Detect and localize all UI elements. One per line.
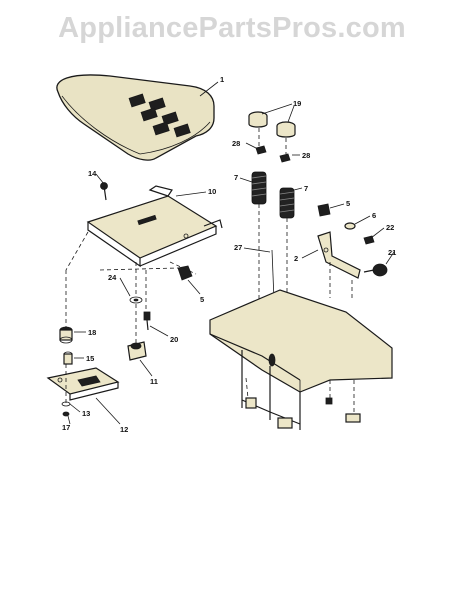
callout-14: 14 xyxy=(88,169,97,178)
hinge-bracket-part xyxy=(46,367,120,401)
callout-18: 18 xyxy=(88,328,96,337)
callout-22: 22 xyxy=(386,223,394,232)
leader-lines xyxy=(67,81,395,425)
seat-plate-part xyxy=(86,185,223,268)
flange-nut-part xyxy=(344,222,356,230)
carriage-bolt-part xyxy=(317,203,331,217)
callout-15: 15 xyxy=(86,354,94,363)
callout-19: 19 xyxy=(293,99,301,108)
shoulder-bolt-part xyxy=(143,311,151,331)
pivot-bracket-part xyxy=(127,341,147,361)
fender-frame xyxy=(209,289,393,430)
lock-washer-part xyxy=(62,411,70,417)
callout-28-left: 28 xyxy=(232,139,240,148)
callout-11: 11 xyxy=(150,377,158,386)
callout-6: 6 xyxy=(372,211,376,220)
callout-27: 27 xyxy=(234,243,242,252)
washer-part xyxy=(129,296,143,304)
callout-28-right: 28 xyxy=(302,151,310,160)
knob-part xyxy=(169,261,197,281)
callout-24: 24 xyxy=(108,273,117,282)
callout-1: 1 xyxy=(220,75,224,84)
callout-13: 13 xyxy=(82,409,90,418)
callout-21: 21 xyxy=(388,248,396,257)
callout-10: 10 xyxy=(208,187,216,196)
callout-5-top: 5 xyxy=(346,199,350,208)
callout-7-left: 7 xyxy=(234,173,238,182)
spring-cap-part xyxy=(248,111,296,138)
seat-spring-part xyxy=(251,171,295,219)
bolt-part xyxy=(100,182,108,201)
callout-17: 17 xyxy=(62,423,70,432)
callout-2: 2 xyxy=(294,254,298,263)
callout-7-right: 7 xyxy=(304,184,308,193)
callout-12: 12 xyxy=(120,425,128,434)
callout-20: 20 xyxy=(170,335,178,344)
site-watermark: AppliancePartsPros.com xyxy=(58,12,406,44)
adjuster-bracket-part xyxy=(317,231,361,300)
callout-5-bottom: 5 xyxy=(200,295,204,304)
bushing-part xyxy=(63,351,73,365)
jam-nut-part xyxy=(255,145,267,155)
adjust-knob-part xyxy=(363,263,388,277)
seat-part xyxy=(56,74,215,161)
